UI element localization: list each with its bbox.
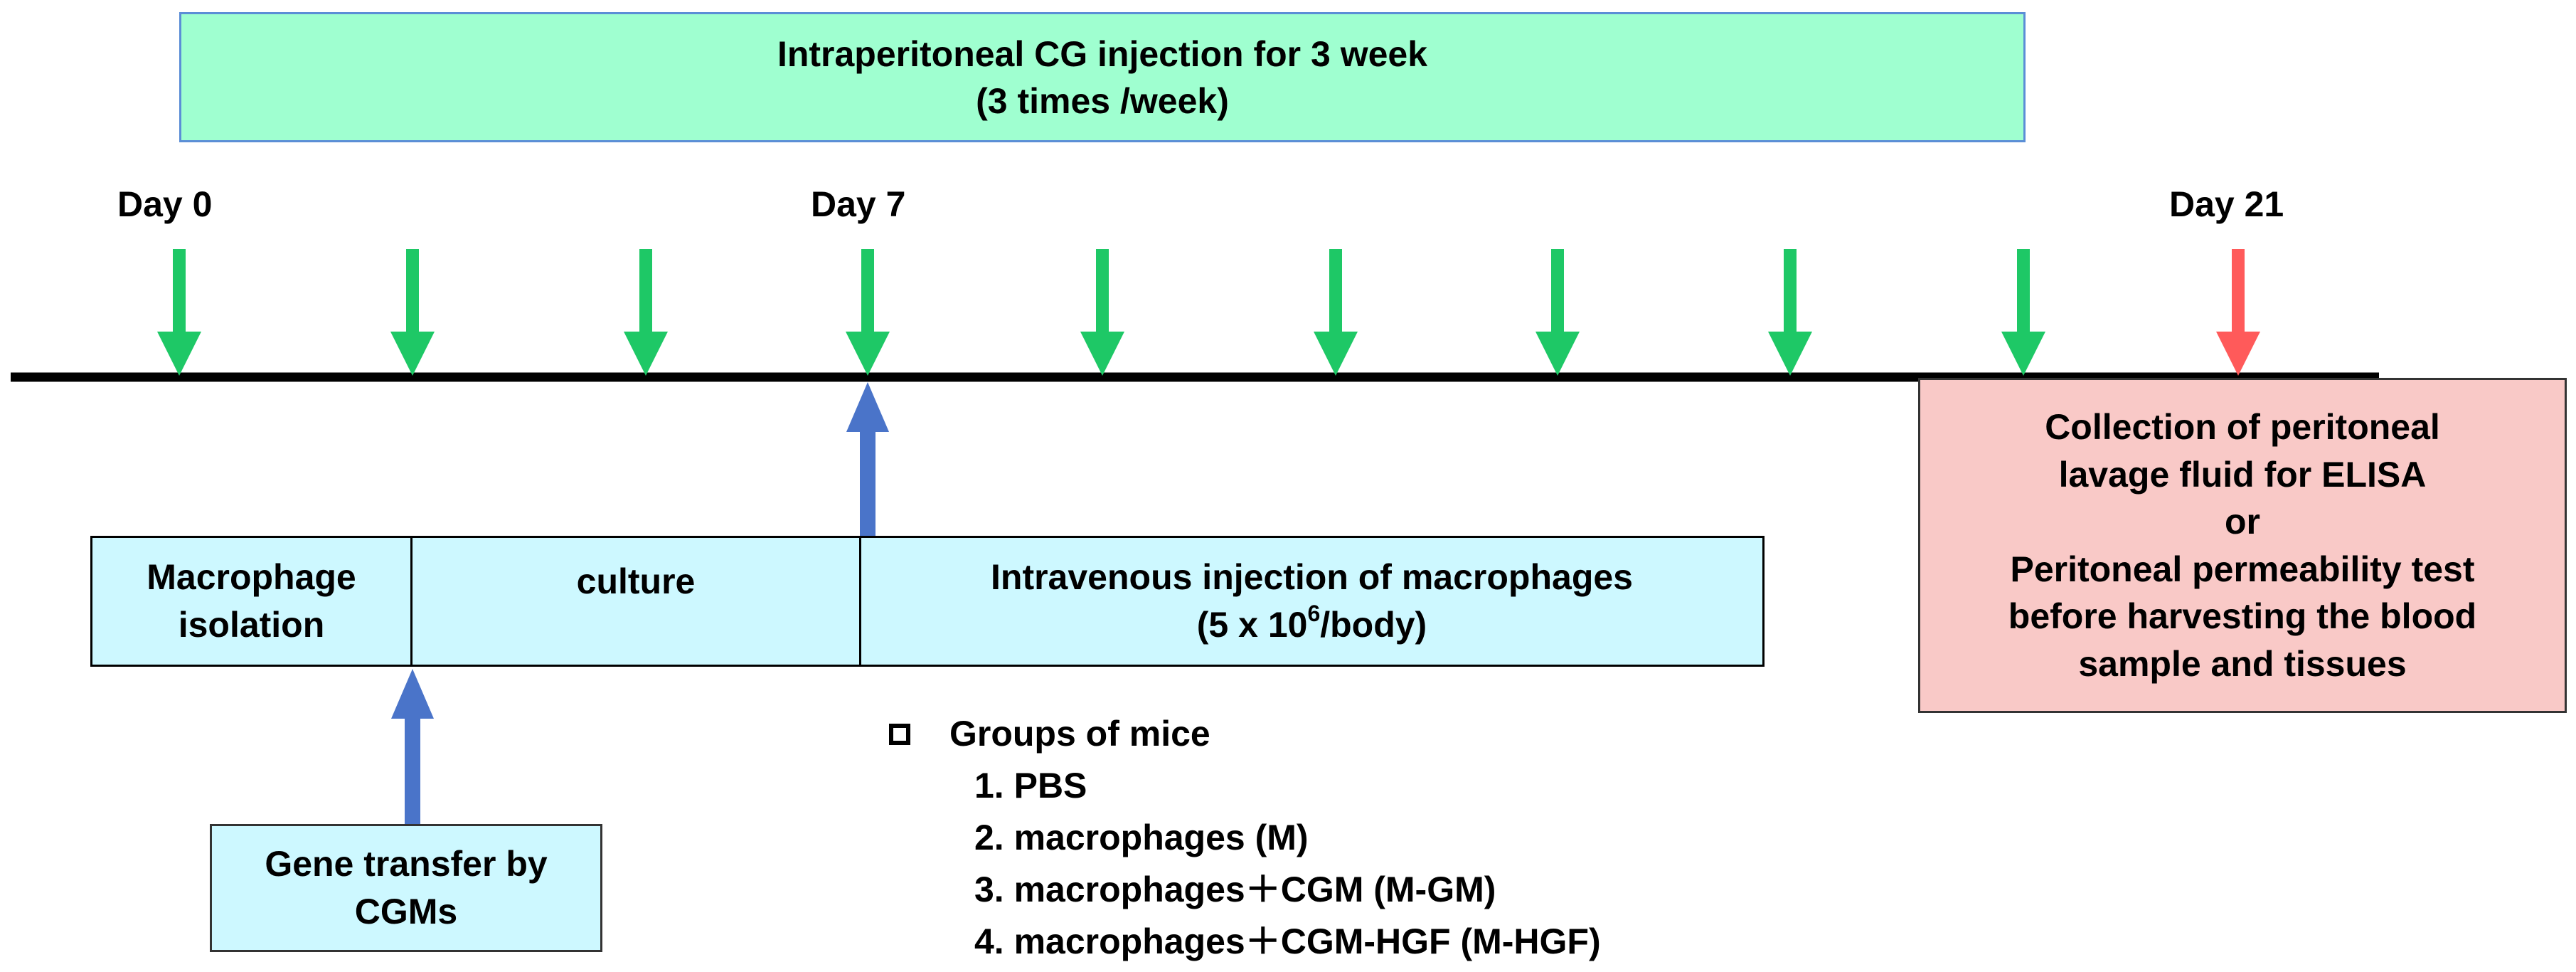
injection-arrow (390, 249, 435, 376)
injection-arrow (1080, 249, 1124, 376)
collection-line-1: Collection of peritoneal (2045, 407, 2440, 447)
injection-arrow (1768, 249, 1812, 376)
groups-of-mice: Groups of mice 1. PBS 2. macrophages (M)… (889, 708, 1601, 968)
injection-arrow (157, 249, 201, 376)
group-item: 4. macrophages＋CGM-HGF (M-HGF) (974, 921, 1601, 961)
group-item: 2. macrophages (M) (974, 818, 1309, 857)
day-0-label: Day 0 (117, 184, 213, 224)
injection-line-1: Intravenous injection of macrophages (991, 556, 1633, 597)
injection-schedule-banner: Intraperitoneal CG injection for 3 week … (179, 12, 2026, 142)
day-7-transfer-arrow (846, 382, 889, 536)
banner-line-2: (3 times /week) (976, 80, 1229, 121)
gene-transfer-box: Gene transfer by CGMs (210, 824, 602, 952)
day-21-label: Day 21 (2169, 184, 2284, 224)
intravenous-injection-step: Intravenous injection of macrophages (5 … (859, 536, 1765, 667)
groups-heading: Groups of mice (889, 708, 1601, 760)
collection-line-6: sample and tissues (2078, 643, 2407, 684)
collection-box: Collection of peritoneal lavage fluid fo… (1918, 378, 2567, 713)
day-7-label: Day 7 (811, 184, 906, 224)
gene-transfer-up-arrow (391, 669, 434, 825)
injection-line-2: (5 x 106/body) (1196, 601, 1427, 645)
injection-arrow (2001, 249, 2045, 376)
day-21-arrow (2216, 249, 2260, 376)
isolation-line-1: Macrophage (147, 556, 356, 597)
banner-line-1: Intraperitoneal CG injection for 3 week (777, 33, 1428, 74)
square-bullet-icon (889, 723, 910, 745)
injection-arrow (624, 249, 668, 376)
groups-heading-text: Groups of mice (949, 714, 1210, 754)
macrophage-isolation-step: Macrophage isolation (90, 536, 413, 667)
collection-line-2: lavage fluid for ELISA (2058, 454, 2427, 495)
gene-transfer-line-2: CGMs (354, 892, 458, 931)
injection-arrows (157, 249, 2045, 376)
macrophage-injection-arrow (846, 382, 889, 536)
gene-transfer-arrow (391, 669, 434, 825)
injection-arrow (846, 249, 890, 376)
culture-label: culture (576, 561, 696, 601)
group-item: 3. macrophages＋CGM (M-GM) (974, 870, 1496, 909)
gene-transfer-line-1: Gene transfer by (265, 843, 548, 884)
day-21-endpoint-arrow (2216, 249, 2260, 376)
isolation-line-2: isolation (178, 605, 325, 645)
injection-arrow (1536, 249, 1580, 376)
group-item: 1. PBS (974, 766, 1087, 805)
injection-arrow (1314, 249, 1358, 376)
culture-step: culture (410, 536, 861, 667)
collection-line-3: or (2225, 502, 2260, 542)
collection-line-5: before harvesting the blood (2008, 596, 2477, 636)
collection-line-4: Peritoneal permeability test (2010, 549, 2475, 589)
